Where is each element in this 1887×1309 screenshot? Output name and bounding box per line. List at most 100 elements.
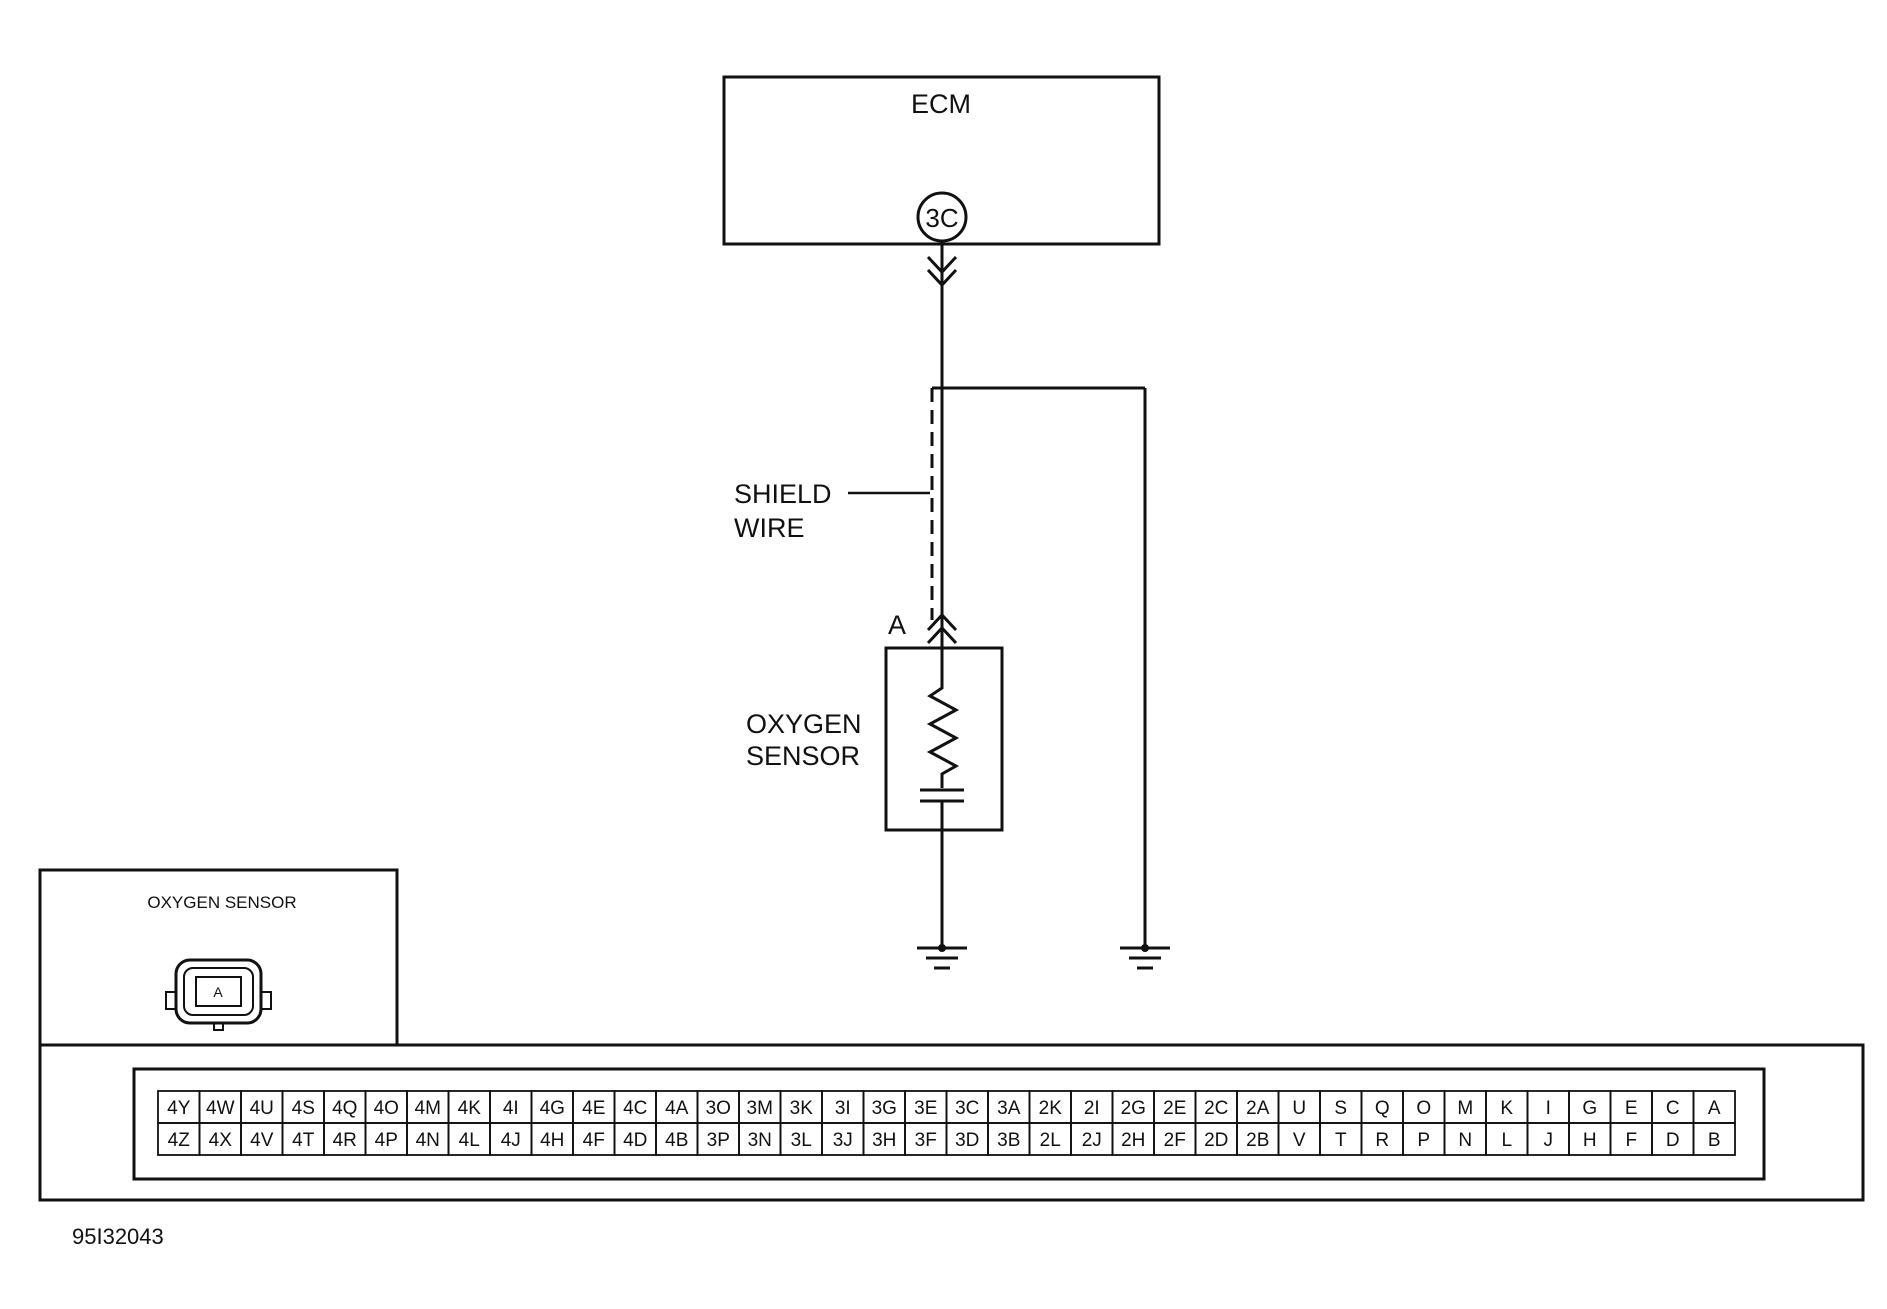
ecm-pin-label: F — [1625, 1130, 1637, 1151]
ecm-pin-label: 3D — [955, 1130, 979, 1151]
ecm-connector-panel — [38, 1043, 1865, 1202]
ecm-pin-label: 4I — [503, 1098, 519, 1119]
figure-id: 95I32043 — [72, 1224, 164, 1249]
ecm-pin-label: 3I — [835, 1098, 851, 1119]
ecm-pin-label: 4A — [665, 1098, 689, 1119]
sensor-ground-symbol — [917, 944, 967, 970]
ecm-pin-label: 4R — [333, 1130, 357, 1151]
ecm-pin-label: N — [1458, 1130, 1472, 1151]
ecm-pin-label: 2E — [1163, 1098, 1186, 1119]
ecm-pin-label: 3B — [997, 1130, 1020, 1151]
ecm-pin-label: V — [1293, 1130, 1306, 1151]
ecm-pin-label: 2C — [1204, 1098, 1228, 1119]
ecm-pin-label: Q — [1375, 1098, 1390, 1119]
ecm-pin-label: 3A — [997, 1098, 1021, 1119]
sensor-resistor-symbol — [926, 652, 960, 788]
ecm-pin-label: 4C — [623, 1098, 647, 1119]
ecm-pin-label: 2F — [1164, 1130, 1186, 1151]
ecm-pin-label: 4P — [375, 1130, 398, 1151]
ecm-pin-label: 4F — [583, 1130, 605, 1151]
ecm-pin-label: 4X — [209, 1130, 233, 1151]
ecm-pin-label: 3K — [790, 1098, 814, 1119]
sensor-connector-face — [165, 958, 272, 1031]
ecm-side-connector-symbol — [926, 255, 958, 288]
ecm-connector-pin-grid: 4Y 4W 4U 4S 4Q 4O 4M 4K 4I 4G 4E 4C 4A 3O 3M 3K 3I 3G 3E 3C… — [157, 1090, 1736, 1156]
ecm-pin-label: G — [1582, 1098, 1597, 1119]
ecm-pin-label: L — [1501, 1130, 1512, 1151]
ecm-pin-label: 2I — [1084, 1098, 1100, 1119]
ecm-pin-cell — [1692, 1122, 1736, 1156]
ecm-pin-label: 2L — [1040, 1130, 1061, 1151]
ecm-pin-label: 3C — [955, 1098, 979, 1119]
ecm-pin-label: I — [1546, 1098, 1551, 1119]
ecm-pin-label: C — [1666, 1098, 1680, 1119]
ecm-pin-label: 3L — [791, 1130, 812, 1151]
shield-label-line1: SHIELD — [734, 479, 832, 509]
ecm-pin-label: 2J — [1082, 1130, 1102, 1151]
ecm-pin-label: A — [1708, 1098, 1721, 1119]
ecm-pin-label: 3J — [833, 1130, 853, 1151]
shield-wire — [930, 386, 1147, 948]
ecm-pin-label: 2D — [1204, 1130, 1228, 1151]
ecm-pin-label: 3N — [748, 1130, 772, 1151]
ecm-pin-label: T — [1335, 1130, 1347, 1151]
ecm-pin-label: 4B — [665, 1130, 688, 1151]
ecm-pin-label: 4S — [292, 1098, 315, 1119]
sensor-view-pin: A — [213, 984, 223, 1000]
ecm-pin-label: 4M — [415, 1098, 441, 1119]
sensor-view-title: OXYGEN SENSOR — [147, 893, 296, 912]
ecm-pin-label: 2G — [1121, 1098, 1146, 1119]
ecm-pin-label: 4L — [459, 1130, 480, 1151]
ecm-pin-label: 4V — [250, 1130, 274, 1151]
ecm-pin-label: 3F — [915, 1130, 937, 1151]
sensor-side-connector-symbol — [926, 612, 958, 645]
ecm-pin-label: 2K — [1039, 1098, 1063, 1119]
ecm-label: ECM — [911, 89, 971, 119]
ecm-pin-label: J — [1544, 1130, 1554, 1151]
ecm-pin-label: 3O — [706, 1098, 731, 1119]
ecm-pin-label: R — [1375, 1130, 1389, 1151]
ecm-pin-label: K — [1500, 1098, 1513, 1119]
ecm-pin-label: H — [1583, 1130, 1597, 1151]
ecm-pin-label: 3G — [872, 1098, 897, 1119]
ecm-pin-label: 4E — [582, 1098, 605, 1119]
ecm-pin-label: 4U — [250, 1098, 274, 1119]
ecm-pin-label: 2H — [1121, 1130, 1145, 1151]
ecm-pin-label: S — [1334, 1098, 1347, 1119]
ecm-pin-label: 4O — [374, 1098, 399, 1119]
ecm-pin-label: 4Y — [167, 1098, 191, 1119]
ecm-pin-label: O — [1416, 1098, 1431, 1119]
ecm-pin-label: D — [1666, 1130, 1680, 1151]
ecm-pin-label: 3E — [914, 1098, 937, 1119]
ecm-pin-label: 3H — [872, 1130, 896, 1151]
ecm-terminal-label: 3C — [925, 203, 958, 233]
ecm-pin-label: E — [1625, 1098, 1638, 1119]
ecm-pin-label: 3M — [747, 1098, 773, 1119]
ecm-pin-label: 3P — [707, 1130, 730, 1151]
ecm-pin-label: P — [1417, 1130, 1430, 1151]
ecm-pin-label: 2B — [1246, 1130, 1269, 1151]
sensor-label-line1: OXYGEN — [746, 709, 862, 739]
ecm-pin-label: 4Z — [168, 1130, 191, 1151]
sensor-label-line2: SENSOR — [746, 741, 860, 771]
ecm-pin-label: B — [1708, 1130, 1721, 1151]
ecm-pin-label: 2A — [1246, 1098, 1270, 1119]
ecm-pin-label: 4K — [458, 1098, 482, 1119]
ecm-pin-label: 4T — [292, 1130, 315, 1151]
ecm-connector-outline — [132, 1067, 1766, 1181]
ecm-pin-label: 4J — [501, 1130, 521, 1151]
ecm-pin-label: M — [1457, 1098, 1473, 1119]
ecm-pin-label: 4N — [416, 1130, 440, 1151]
ecm-pin-label: 4D — [623, 1130, 647, 1151]
sensor-capacitor-symbol — [920, 788, 964, 803]
oxygen-sensor-box — [884, 646, 1004, 832]
shield-label-line2: WIRE — [734, 513, 805, 543]
ecm-pin-label: 4W — [206, 1098, 235, 1119]
ecm-pin-label: 4G — [540, 1098, 565, 1119]
shield-ground-symbol — [1120, 944, 1170, 970]
sensor-connector-pin-label: A — [888, 610, 906, 640]
ecm-pin-label: 4H — [540, 1130, 564, 1151]
ecm-pin-label: U — [1292, 1098, 1306, 1119]
ecm-pin-label: 4Q — [332, 1098, 357, 1119]
